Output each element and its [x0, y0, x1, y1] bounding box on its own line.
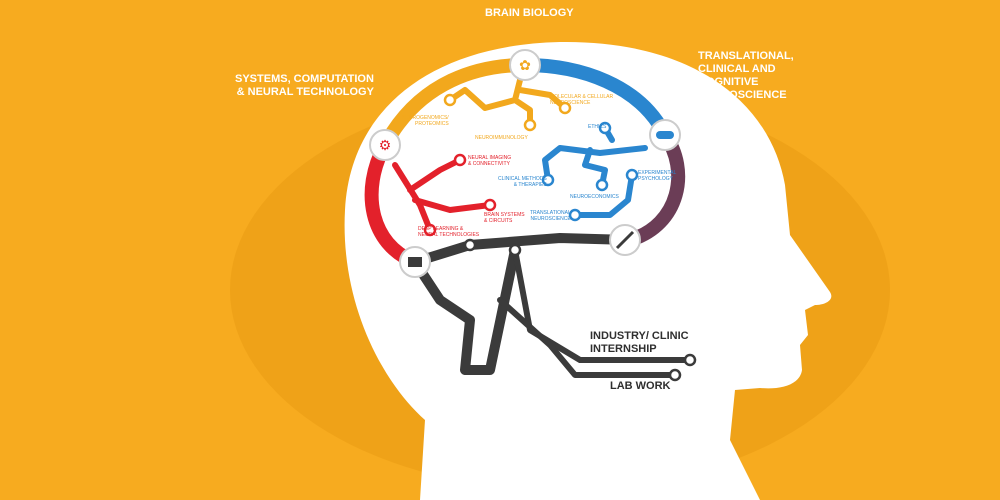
station-translational: [568, 208, 582, 222]
gray-line-industry: [512, 247, 693, 363]
red-branches: [392, 157, 493, 233]
yellow-arc: [378, 58, 532, 152]
label-neuroimmunology: Neuroimmunology: [475, 135, 528, 141]
label-neural-imaging: Neural Imaging & Connectivity: [468, 155, 512, 167]
label-neurogenomics: Neurogenomics/ Proteomics: [402, 115, 449, 127]
category-industry: Industry/ Clinic Internship: [590, 330, 689, 355]
gray-line-lab: [497, 297, 678, 378]
station-gray-2: [508, 243, 522, 257]
station-industry: [683, 353, 697, 367]
pill-glyph: [656, 131, 674, 139]
label-neuroeconomics: Neuroeconomics: [570, 194, 619, 200]
gray-line-main: [410, 245, 520, 375]
label-brain-systems: Brain Systems & Circuits: [484, 212, 525, 224]
category-translational: Translational, Clinical and Cognitive Ne…: [698, 50, 794, 101]
station-experimental: [625, 168, 639, 182]
label-deep-learning: Deep Learning & Neural Technologies: [418, 226, 480, 238]
label-ethics: Ethics: [588, 124, 607, 130]
label-translational: Translational Neuroscience: [530, 210, 571, 222]
station-clinical: [541, 173, 555, 187]
category-lab-work: Lab Work: [610, 380, 671, 392]
gear-glyph: ⚙: [379, 137, 392, 153]
station-neuroimmunology: [523, 118, 537, 132]
station-neuroeconomics: [595, 178, 609, 192]
blue-branches: [542, 125, 648, 218]
syringe-glyph: [615, 230, 635, 250]
station-gray-1: [463, 238, 477, 252]
label-clinical: Clinical Methods & Therapies: [498, 176, 547, 188]
station-neural-imaging: [453, 153, 467, 167]
station-brain-systems: [483, 198, 497, 212]
station-deep-learning: [423, 223, 437, 237]
gears-icon: [369, 129, 401, 161]
station-molecular: [558, 101, 572, 115]
microscope-glyph: [408, 257, 422, 267]
category-brain-biology: Brain Biology: [485, 7, 574, 19]
head-silhouette: [344, 41, 832, 500]
label-molecular: Molecular & Cellular Neuroscience: [550, 94, 614, 106]
station-ethics: [598, 121, 612, 135]
station-neurogenomics: [443, 93, 457, 107]
brain-icon: [509, 49, 541, 81]
gray-line-top: [410, 233, 635, 267]
brain-glyph: ✿: [519, 57, 531, 73]
station-lab: [668, 368, 682, 382]
blue-arc: [518, 58, 672, 142]
category-systems: Systems, Computation & Neural Technology: [235, 73, 374, 98]
label-experimental: Experimental Psychology: [638, 170, 677, 182]
